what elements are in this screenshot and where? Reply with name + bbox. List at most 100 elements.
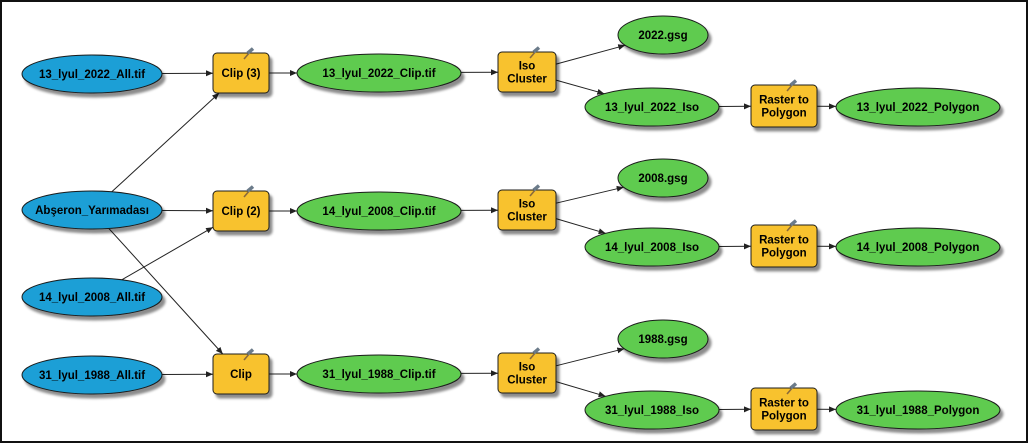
hammer-icon bbox=[243, 185, 255, 198]
node-shape bbox=[617, 319, 709, 359]
node-clipped-2022[interactable]: 13_lyul_2022_Clip.tif bbox=[296, 53, 462, 93]
node-label: Clip bbox=[230, 369, 252, 381]
node-shape bbox=[584, 227, 720, 267]
node-gsg-2022[interactable]: 2022.gsg bbox=[617, 15, 709, 55]
node-clipped-2008[interactable]: 14_lyul_2008_Clip.tif bbox=[296, 191, 462, 231]
node-label: 31_lyul_1988_Clip.tif bbox=[322, 369, 435, 381]
node-label: 14_lyul_2008_Polygon bbox=[857, 242, 980, 254]
node-shape bbox=[617, 158, 709, 198]
node-label: 14_lyul_2008_All.tif bbox=[39, 292, 145, 304]
node-in-2008[interactable]: 14_lyul_2008_All.tif bbox=[21, 277, 163, 317]
node-clip1[interactable]: Clip bbox=[212, 348, 270, 395]
node-label: Iso bbox=[519, 61, 536, 73]
node-label: Polygon bbox=[761, 248, 806, 260]
node-shape bbox=[296, 191, 462, 231]
node-shape bbox=[750, 84, 818, 128]
connector-iso_2022-to-isoout_2022 bbox=[555, 79, 605, 95]
hammer-icon bbox=[243, 47, 255, 60]
node-in-2022[interactable]: 13_lyul_2022_All.tif bbox=[21, 54, 163, 94]
node-label: 2022.gsg bbox=[638, 30, 687, 42]
node-label: Raster to bbox=[759, 95, 809, 107]
node-shape bbox=[21, 54, 163, 94]
node-shape bbox=[750, 387, 818, 431]
node-shape bbox=[296, 354, 462, 394]
hammer-icon bbox=[786, 382, 798, 395]
node-label: Polygon bbox=[761, 411, 806, 423]
node-clipped-1988[interactable]: 31_lyul_1988_Clip.tif bbox=[296, 354, 462, 394]
node-gsg-2008[interactable]: 2008.gsg bbox=[617, 158, 709, 198]
node-poly-2022[interactable]: 13_lyul_2022_Polygon bbox=[835, 87, 1001, 127]
node-shape bbox=[212, 353, 270, 395]
node-shape bbox=[617, 15, 709, 55]
node-poly-2008[interactable]: 14_lyul_2008_Polygon bbox=[835, 227, 1001, 267]
connector-in_2008-to-clip2 bbox=[121, 226, 214, 281]
connector-iso_1988-to-isoout_1988 bbox=[555, 381, 606, 398]
node-isoout-2022[interactable]: 13_lyul_2022_Iso bbox=[584, 87, 720, 127]
hammer-icon bbox=[529, 347, 541, 360]
node-shape bbox=[497, 189, 557, 231]
connector-in_region-to-clip3 bbox=[111, 92, 220, 193]
connector-iso_2008-to-isoout_2008 bbox=[555, 218, 606, 235]
node-label: 1988.gsg bbox=[638, 334, 687, 346]
node-label: 2008.gsg bbox=[638, 173, 687, 185]
node-shape bbox=[21, 190, 163, 230]
node-label: Cluster bbox=[507, 375, 547, 387]
connector-in_region-to-clip1 bbox=[108, 228, 224, 355]
node-label: 13_lyul_2022_Polygon bbox=[857, 102, 980, 114]
node-shape bbox=[497, 352, 557, 394]
hammer-icon bbox=[786, 219, 798, 232]
node-isoout-2008[interactable]: 14_lyul_2008_Iso bbox=[584, 227, 720, 267]
node-label: Cluster bbox=[507, 212, 547, 224]
node-shape bbox=[212, 52, 270, 94]
node-label: 13_lyul_2022_Clip.tif bbox=[322, 68, 435, 80]
node-label: Cluster bbox=[507, 74, 547, 86]
node-label: 31_lyul_1988_All.tif bbox=[39, 370, 145, 382]
node-label: Clip (3) bbox=[222, 68, 261, 80]
node-label: 13_lyul_2022_All.tif bbox=[39, 69, 145, 81]
node-in-1988[interactable]: 31_lyul_1988_All.tif bbox=[21, 355, 163, 395]
node-in-region[interactable]: Abşeron_Yarımadası bbox=[21, 190, 163, 230]
connector-iso_2008-to-gsg_2008 bbox=[555, 185, 624, 204]
node-clip2[interactable]: Clip (2) bbox=[212, 185, 270, 232]
node-shape bbox=[750, 224, 818, 268]
node-shape bbox=[584, 390, 720, 430]
node-shape bbox=[835, 227, 1001, 267]
node-shape bbox=[584, 87, 720, 127]
node-label: Raster to bbox=[759, 235, 809, 247]
node-clip3[interactable]: Clip (3) bbox=[212, 47, 270, 94]
hammer-icon bbox=[243, 348, 255, 361]
node-shape bbox=[835, 390, 1001, 430]
node-label: 13_lyul_2022_Iso bbox=[605, 102, 699, 114]
node-isoout-1988[interactable]: 31_lyul_1988_Iso bbox=[584, 390, 720, 430]
node-shape bbox=[21, 355, 163, 395]
hammer-icon bbox=[786, 79, 798, 92]
node-label: 31_lyul_1988_Polygon bbox=[857, 405, 980, 417]
node-label: Raster to bbox=[759, 398, 809, 410]
node-label: Polygon bbox=[761, 108, 806, 120]
node-label: 31_lyul_1988_Iso bbox=[605, 405, 699, 417]
node-label: Abşeron_Yarımadası bbox=[35, 205, 149, 217]
node-label: Iso bbox=[519, 199, 536, 211]
node-shape bbox=[212, 190, 270, 232]
node-gsg-1988[interactable]: 1988.gsg bbox=[617, 319, 709, 359]
hammer-icon bbox=[529, 184, 541, 197]
node-shape bbox=[296, 53, 462, 93]
node-label: 14_lyul_2008_Clip.tif bbox=[322, 206, 435, 218]
hammer-icon bbox=[529, 46, 541, 59]
connector-layer bbox=[108, 44, 837, 413]
node-shape bbox=[835, 87, 1001, 127]
node-label: 14_lyul_2008_Iso bbox=[605, 242, 699, 254]
node-label: Clip (2) bbox=[222, 206, 261, 218]
node-shape bbox=[21, 277, 163, 317]
connector-iso_1988-to-gsg_1988 bbox=[555, 347, 625, 367]
node-shape bbox=[497, 51, 557, 93]
node-poly-1988[interactable]: 31_lyul_1988_Polygon bbox=[835, 390, 1001, 430]
